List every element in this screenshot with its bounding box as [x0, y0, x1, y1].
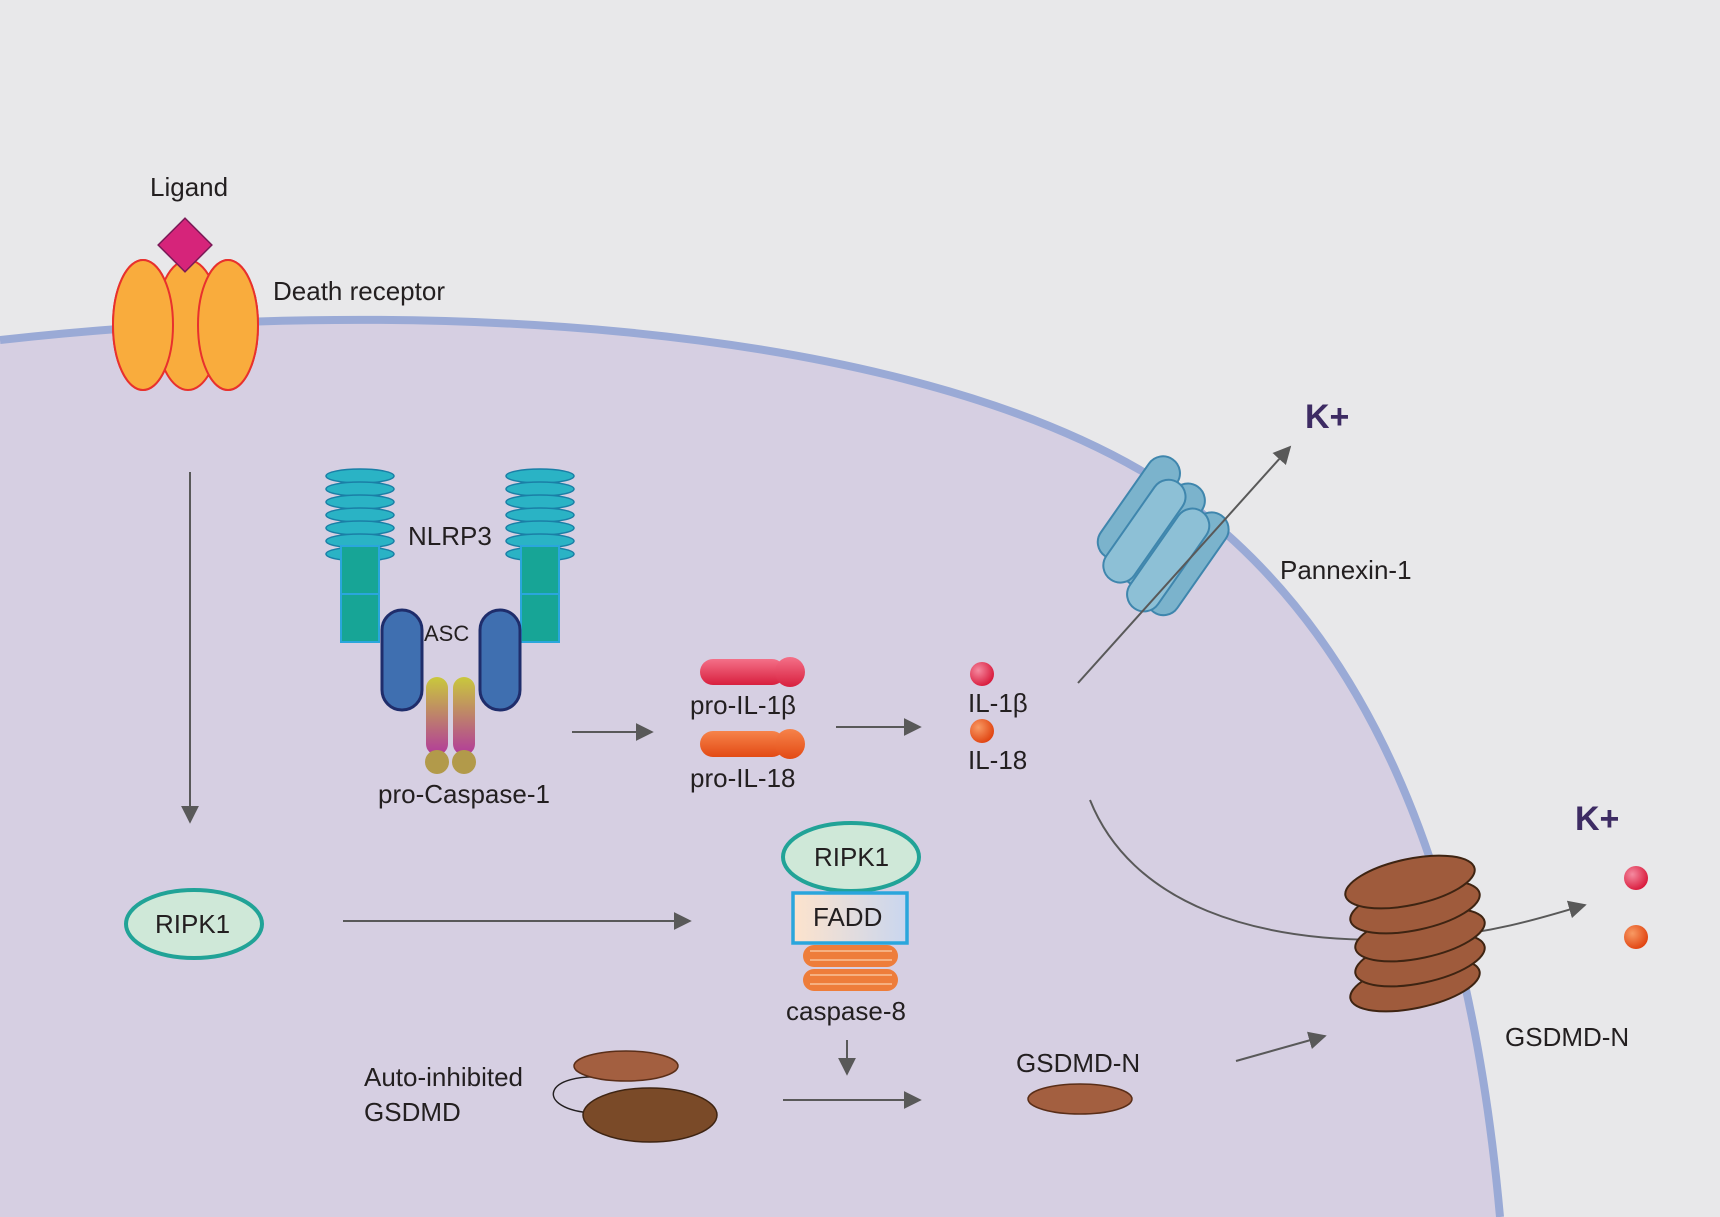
gsdmd-n-pore-label: GSDMD-N [1505, 1022, 1629, 1052]
asc-label: ASC [424, 621, 469, 646]
pro-caspase1-right [453, 677, 475, 755]
nlrp3-disc-left [325, 481, 395, 497]
caspase-8-shape [803, 945, 898, 991]
arrow-il-to-gsdmd-pore [1089, 799, 1587, 941]
nlrp3-disc-right [505, 468, 575, 484]
auto-inhibited-gsdmd-shape [552, 1050, 718, 1143]
k-plus-right-label: K+ [1575, 800, 1619, 838]
il1b-label: IL-1β [968, 688, 1028, 718]
pro-il1b-shape [700, 657, 805, 687]
arrow-il-through-pannexin [1077, 445, 1292, 684]
pannexin-1-label: Pannexin-1 [1280, 555, 1412, 585]
fadd-box [791, 891, 909, 945]
auto-inhibited-label-line1: Auto-inhibited [364, 1062, 523, 1092]
nlrp3-disc-left [325, 494, 395, 510]
pro-caspase1-left [426, 677, 448, 755]
pannexin-1-channel [1096, 455, 1230, 617]
ripk1-left [124, 888, 264, 960]
auto-inhibited-label-line2: GSDMD [364, 1097, 461, 1127]
arrow-gsdmd-n-to-pore [1235, 1031, 1327, 1062]
pro-il18-shape [700, 729, 805, 759]
death-receptor-label: Death receptor [273, 276, 445, 306]
ligand-label: Ligand [150, 172, 228, 202]
pro-il18-label: pro-IL-18 [690, 763, 796, 793]
released-il18-dot [1624, 925, 1648, 949]
pro-caspase1-head-right [452, 750, 476, 774]
asc-left [380, 608, 424, 712]
nlrp3-disc-left [325, 520, 395, 536]
pro-il1b-label: pro-IL-1β [690, 690, 796, 720]
il18-label: IL-18 [968, 745, 1027, 775]
caspase-8-label: caspase-8 [786, 996, 906, 1026]
nlrp3-disc-right [505, 507, 575, 523]
nlrp3-disc-right [505, 481, 575, 497]
pro-caspase1-head-left [425, 750, 449, 774]
ligand-diamond [157, 217, 213, 273]
gsdmd-n-center-shape [1027, 1083, 1133, 1115]
ripk1-complex-label: RIPK1 [814, 842, 889, 872]
asc-right [478, 608, 522, 712]
nlrp3-disc-left [325, 468, 395, 484]
nlrp3-disc-left [325, 507, 395, 523]
pro-caspase1-label: pro-Caspase-1 [378, 779, 550, 809]
il1b-dot [970, 662, 994, 686]
ripk1-complex [781, 821, 921, 893]
gsdmd-pore [1344, 854, 1486, 1013]
k-plus-top-label: K+ [1305, 398, 1349, 436]
death-receptor [112, 259, 259, 391]
nlrp3-disc-right [505, 520, 575, 536]
nlrp3-disc-right [505, 494, 575, 510]
gsdmd-n-center-label: GSDMD-N [1016, 1048, 1140, 1078]
ripk1-left-label: RIPK1 [155, 909, 230, 939]
nlrp3-label: NLRP3 [408, 521, 492, 551]
il18-dot [970, 719, 994, 743]
nlrp3-inflammasome [325, 468, 575, 774]
released-il1b-dot [1624, 866, 1648, 890]
fadd-label: FADD [813, 902, 882, 932]
